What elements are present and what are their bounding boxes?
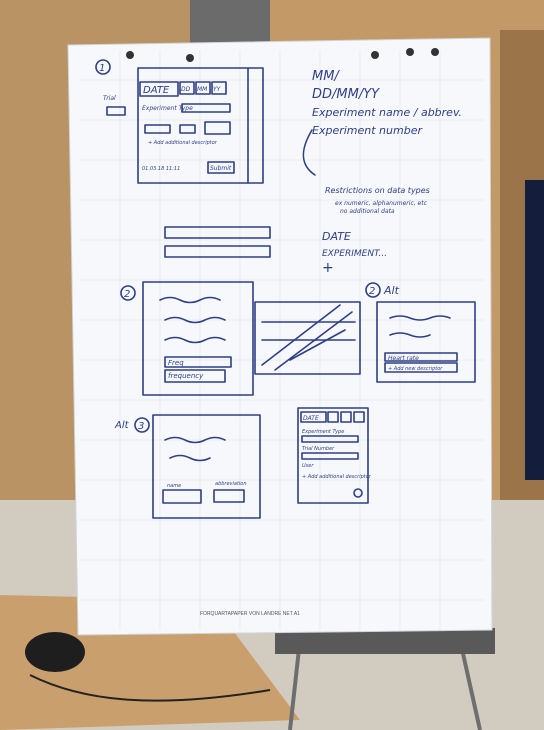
panel1-submit: Submit: [210, 165, 232, 172]
panel1-yy: YY: [213, 86, 222, 93]
panel2-circle-num: 2: [124, 289, 130, 300]
notes-restrictions: Restrictions on data types ex numeric, a…: [325, 186, 430, 215]
panel2-freq: Freq: [168, 359, 184, 367]
side-label-date: DATE: [322, 230, 351, 243]
note-line-2: DD/MM/YY: [312, 87, 380, 102]
panel4-trial: Trial Number: [302, 446, 335, 452]
notes-header: MM/ DD/MM/YY Experiment name / abbrev. E…: [302, 69, 462, 176]
restriction-3: no additional data: [340, 208, 395, 215]
panel2-frequency: frequency: [168, 372, 204, 380]
panel1-exp-type: Experiment Type: [142, 105, 193, 112]
panel1-date: DATE: [143, 85, 170, 96]
panel2alt-heart-rate: Heart rate: [388, 355, 419, 362]
sketch-panel-1: 1 DATE DD MM YY Experiment Type + Add ad…: [95, 59, 264, 184]
panel3-circle-num: 3: [138, 421, 144, 432]
panel1-dd: DD: [181, 86, 191, 93]
sketch-panel-2: 2 Freq frequency: [120, 281, 254, 396]
panel3-alt-label: Alt: [114, 420, 130, 431]
restriction-2: ex numeric, alphanumeric, etc: [335, 200, 428, 207]
sketch-field-1: [164, 226, 271, 239]
sketch-panel-3: Alt 3 name abbreviation: [114, 414, 261, 519]
note-line-3: Experiment name / abbrev.: [312, 106, 462, 119]
restriction-1: Restrictions on data types: [325, 186, 430, 195]
sketch-crossed-panel: [254, 301, 361, 375]
panel2alt-alt-label: Alt: [383, 284, 400, 297]
panel4-date: DATE: [303, 415, 319, 422]
note-line-1: MM/: [312, 69, 340, 84]
panel2alt-add-new: + Add new descriptor: [388, 366, 443, 372]
panel4-user: User: [302, 463, 314, 469]
note-line-4: Experiment number: [312, 124, 423, 137]
panel1-add-descriptor: + Add additional descriptor: [148, 140, 218, 146]
panel4-exp-type: Experiment Type: [302, 429, 344, 435]
panel3-abbrev: abbreviation: [215, 481, 247, 487]
sketch-panel-4: DATE Experiment Type Trial Number User +…: [297, 407, 372, 504]
panel1-circle-num: 1: [99, 63, 105, 74]
panel1-side-note: Trial: [103, 95, 116, 102]
panel1-mm: MM: [197, 86, 208, 93]
panel1-timestamp: 01.03.18 11:11: [142, 166, 180, 172]
paper-footer: FORQUARTAPAPER VON LANDRE NET A1: [200, 611, 300, 617]
sketch-panel-2-alt: 2 Alt Heart rate + Add new descriptor: [365, 282, 476, 383]
side-label-experiment: EXPERIMENT...: [322, 249, 387, 259]
sketch-field-2: [164, 245, 271, 258]
side-label-plus: +: [322, 260, 334, 276]
mouse-object: [25, 632, 85, 672]
panel3-name: name: [167, 483, 181, 489]
panel2alt-circle-num: 2: [369, 286, 375, 297]
panel4-add-more: + Add additional descriptor: [302, 474, 372, 480]
